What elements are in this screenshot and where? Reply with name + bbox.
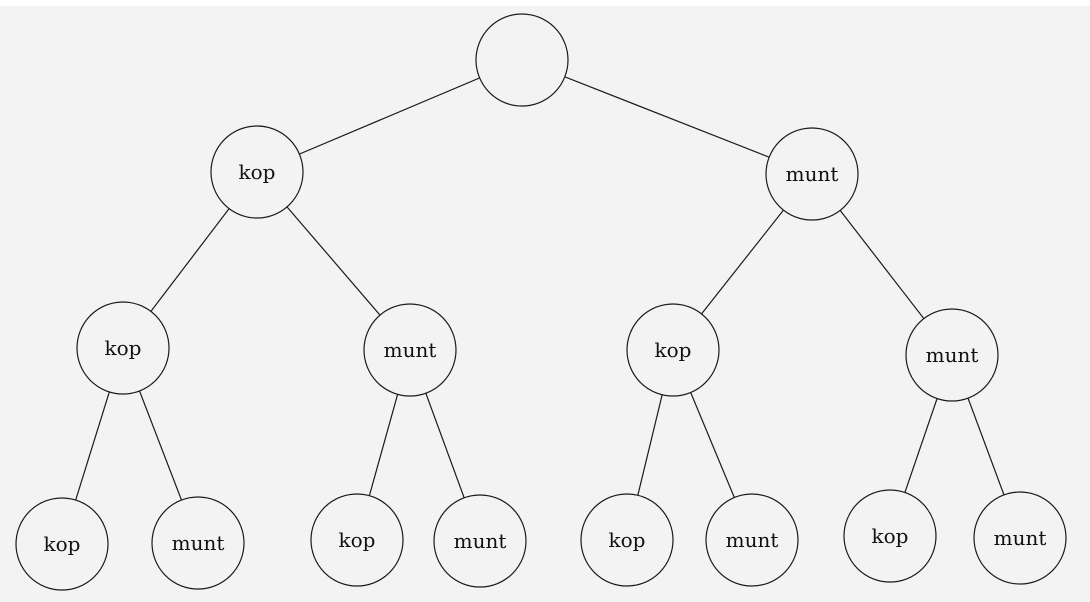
node-label: munt [926,343,979,367]
tree-node-kop-munt-munt: munt [433,494,527,588]
node-label: kop [44,532,81,556]
node-label: kop [872,524,909,548]
node-label: munt [384,338,437,362]
tree-node-munt-kop-munt: munt [705,493,799,587]
tree-node-munt-munt-kop: kop [843,489,937,583]
tree-node-munt: munt [765,127,859,221]
tree-nodes: kop munt kop munt kop munt kop [15,13,1067,591]
node-label: kop [655,338,692,362]
tree-node-kop-kop-kop: kop [15,497,109,591]
tree-node-kop-kop: kop [76,301,170,395]
tree-node-kop-munt: munt [363,303,457,397]
node-label: munt [454,529,507,553]
tree-node-kop: kop [210,125,304,219]
tree-node-munt-munt-munt: munt [973,491,1067,585]
tree-node-kop-munt-kop: kop [310,493,404,587]
node-label: munt [994,526,1047,550]
tree-node-root [475,13,569,107]
node-label: kop [105,336,142,360]
node-label: munt [726,528,779,552]
node-label: kop [339,528,376,552]
node-label: kop [609,528,646,552]
node-label: kop [239,160,276,184]
tree-node-munt-kop: kop [626,303,720,397]
tree-node-kop-kop-munt: munt [151,496,245,590]
tree-node-munt-kop-kop: kop [580,493,674,587]
tree-node-munt-munt: munt [905,308,999,402]
edge-root-to-munt [521,59,813,175]
edge-root-to-kop [256,59,523,173]
node-label: munt [786,162,839,186]
node-label: munt [172,531,225,555]
